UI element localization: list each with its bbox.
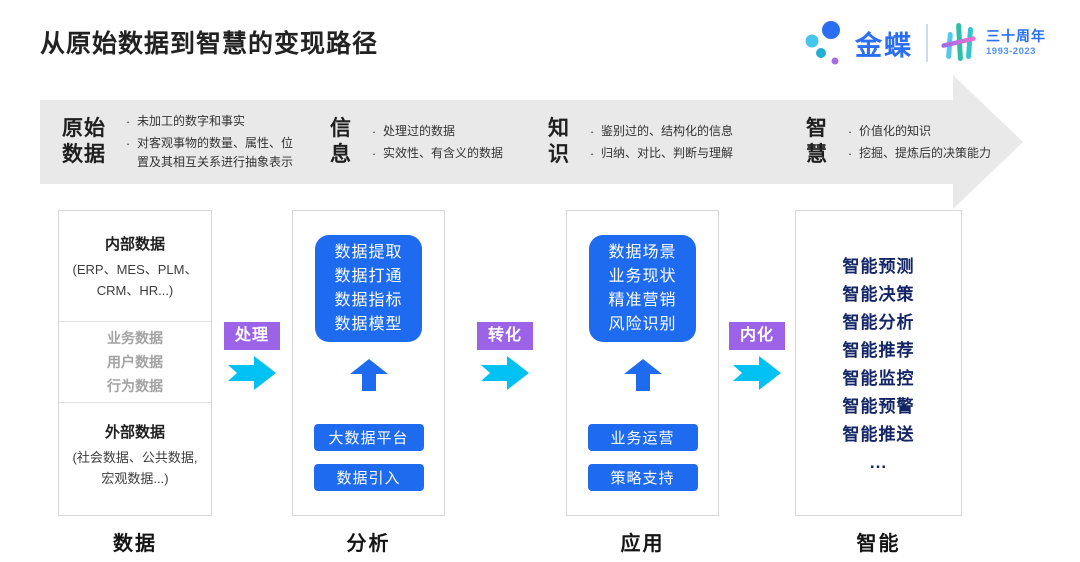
transition-process: 处理 (222, 322, 282, 390)
bullet-point: · 处理过的数据 (365, 122, 503, 141)
kingdee-logo: 金蝶 三十周年 1993-2023 (804, 18, 1046, 68)
bullet-point: · 归纳、对比、判断与理解 (583, 144, 733, 163)
list-item: 智能推荐 (842, 341, 915, 360)
stage-knowledge-label: 知 识 (548, 117, 570, 166)
transition-internalize: 内化 (727, 322, 787, 390)
list-item: 智能预测 (842, 257, 915, 276)
stage-raw-data-points: · 未加工的数字和事实 · 对客观事物的数量、属性、位置及其相互关系进行抽象表示 (119, 112, 297, 172)
bullet-dot: · (589, 123, 595, 139)
middle-data-section: 业务数据 用户数据 行为数据 (59, 322, 211, 403)
brand-name: 金蝶 (855, 30, 913, 61)
anniversary-years: 1993-2023 (986, 45, 1036, 57)
stage-information-label: 信 息 (330, 117, 352, 166)
right-arrow-icon (481, 356, 529, 390)
up-arrow-icon (623, 359, 662, 391)
application-main-box: 数据场景 业务现状 精准营销 风险识别 (589, 235, 696, 342)
stage-knowledge: 知 识 · 鉴别过的、结构化的信息 · 归纳、对比、判断与理解 (548, 116, 733, 168)
right-arrow-icon (228, 356, 276, 390)
footer-label-analysis: 分析 (346, 533, 391, 555)
stage-raw-data: 原始 数据 · 未加工的数字和事实 · 对客观事物的数量、属性、位置及其相互关系… (62, 112, 297, 172)
stage-arrow-banner: 原始 数据 · 未加工的数字和事实 · 对客观事物的数量、属性、位置及其相互关系… (40, 75, 1023, 209)
analysis-column: 数据提取 数据打通 数据指标 数据模型 大数据平台 数据引入 (292, 210, 445, 516)
transition-transform-label: 转化 (477, 322, 533, 350)
external-data-section: 外部数据 (社会数据、公共数据, 宏观数据...) (59, 403, 211, 515)
bullet-dot: · (125, 136, 131, 151)
stage-wisdom-points: · 价值化的知识 · 挖掘、提炼后的决策能力 (841, 122, 991, 163)
anniversary-label: 三十周年 (986, 28, 1046, 45)
list-item: 智能决策 (842, 285, 915, 304)
up-arrow-icon (349, 359, 388, 391)
transition-transform: 转化 (475, 322, 535, 390)
bullet-point: · 价值化的知识 (841, 122, 991, 141)
ellipsis-item: ... (869, 453, 888, 472)
list-item: 智能推送 (842, 425, 915, 444)
external-data-title: 外部数据 (104, 424, 165, 441)
bullet-dot: · (847, 145, 853, 161)
footer-label-application: 应用 (620, 533, 665, 555)
page-title: 从原始数据到智慧的变现路径 (40, 30, 379, 58)
footer-label-intelligence: 智能 (856, 533, 901, 555)
internal-data-title: 内部数据 (104, 236, 165, 253)
bullet-point: · 挖掘、提炼后的决策能力 (841, 144, 991, 163)
bullet-dot: · (847, 123, 853, 139)
right-arrow-icon (733, 356, 781, 390)
business-operation-box: 业务运营 (587, 424, 698, 451)
stage-raw-data-label: 原始 数据 (62, 117, 106, 166)
logo-divider (926, 24, 928, 62)
transition-internalize-label: 内化 (729, 322, 785, 350)
stage-wisdom: 智 慧 · 价值化的知识 · 挖掘、提炼后的决策能力 (806, 116, 991, 168)
stage-information: 信 息 · 处理过的数据 · 实效性、有含义的数据 (330, 116, 503, 168)
bullet-point: · 未加工的数字和事实 (119, 112, 297, 131)
stage-information-points: · 处理过的数据 · 实效性、有含义的数据 (365, 122, 503, 163)
anniversary-text: 三十周年 1993-2023 (986, 28, 1046, 57)
intelligence-column: 智能预测 智能决策 智能分析 智能推荐 智能监控 智能预警 智能推送 ... (795, 210, 962, 516)
anniversary-mark-icon (941, 23, 976, 61)
intelligence-list: 智能预测 智能决策 智能分析 智能推荐 智能监控 智能预警 智能推送 ... (796, 211, 961, 477)
bullet-dot: · (589, 145, 595, 161)
kingdee-dots-icon (805, 21, 840, 65)
data-ingestion-box: 数据引入 (313, 464, 424, 491)
arrow-head (953, 75, 1023, 209)
footer-label-data: 数据 (113, 533, 157, 555)
bullet-point: · 对客观事物的数量、属性、位置及其相互关系进行抽象表示 (119, 134, 297, 172)
list-item: 智能分析 (842, 313, 915, 332)
analysis-main-box: 数据提取 数据打通 数据指标 数据模型 (315, 235, 422, 342)
bullet-dot: · (371, 145, 377, 161)
strategy-support-box: 策略支持 (587, 464, 698, 491)
list-item: 智能预警 (842, 397, 915, 416)
big-data-platform-box: 大数据平台 (313, 424, 424, 451)
application-column: 数据场景 业务现状 精准营销 风险识别 业务运营 策略支持 (566, 210, 719, 516)
stage-wisdom-label: 智 慧 (806, 117, 828, 166)
bullet-point: · 鉴别过的、结构化的信息 (583, 122, 733, 141)
bullet-dot: · (371, 123, 377, 139)
transition-process-label: 处理 (224, 322, 280, 350)
stage-knowledge-points: · 鉴别过的、结构化的信息 · 归纳、对比、判断与理解 (583, 122, 733, 163)
bullet-point: · 实效性、有含义的数据 (365, 144, 503, 163)
data-column: 内部数据 (ERP、MES、PLM、 CRM、HR...) 业务数据 用户数据 … (58, 210, 212, 516)
bullet-dot: · (125, 114, 131, 129)
internal-data-section: 内部数据 (ERP、MES、PLM、 CRM、HR...) (59, 211, 211, 322)
list-item: 智能监控 (842, 369, 915, 388)
